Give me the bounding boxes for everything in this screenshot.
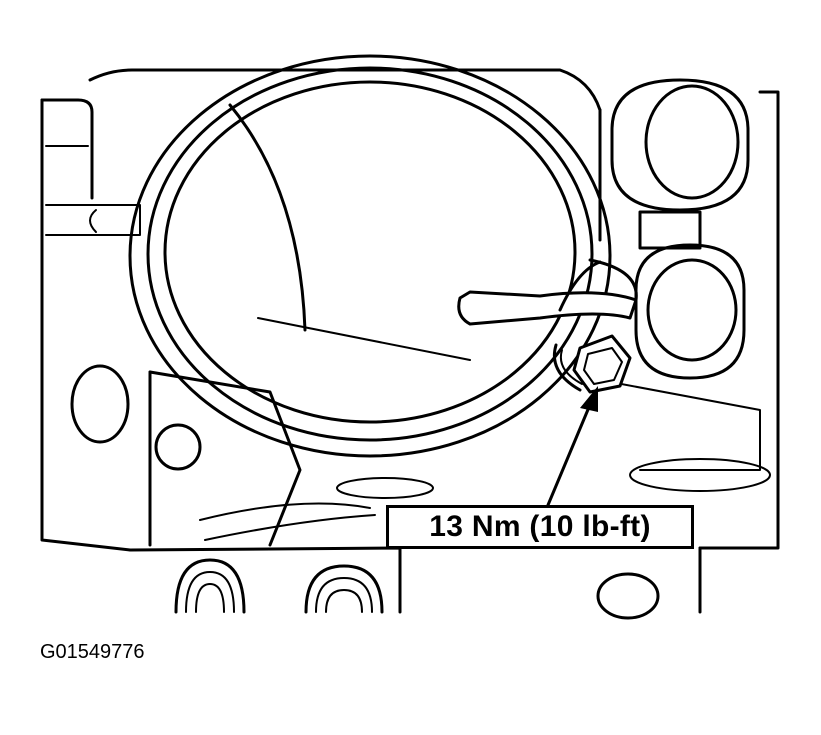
callout-leader-arrow (546, 386, 598, 507)
torque-bolt (553, 334, 632, 394)
mounting-flange (70, 364, 434, 547)
lower-bosses (174, 558, 660, 620)
figure-id-label: G01549776 (40, 641, 145, 663)
bolt-hex-head (572, 334, 632, 394)
bottom-right-boss (596, 572, 660, 620)
flange-oval-boss (70, 364, 130, 444)
throttle-bore (128, 54, 612, 458)
flange-bolt-head (154, 423, 202, 471)
upper-right-cylinders (599, 78, 771, 492)
vacuum-hose (457, 258, 638, 326)
torque-spec-callout: 13 Nm (10 lb-ft) (386, 505, 694, 549)
arrow-head (580, 386, 598, 412)
